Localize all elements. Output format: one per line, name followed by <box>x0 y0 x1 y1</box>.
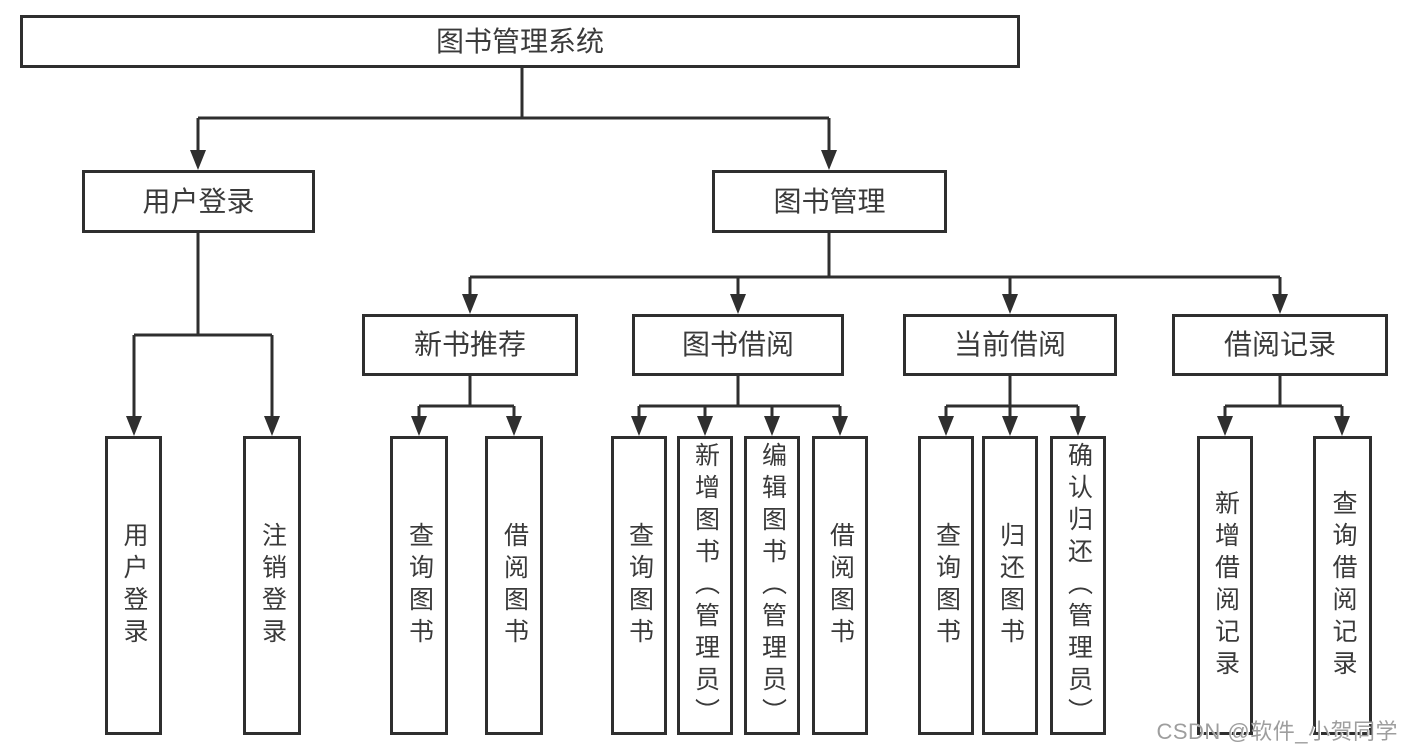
arrow-icon <box>631 416 647 436</box>
arrow-icon <box>506 416 522 436</box>
leaf-borrow-add-books-admin: 新增图书（管理员） <box>677 436 733 735</box>
node-new-book-recommend: 新书推荐 <box>362 314 578 376</box>
arrow-icon <box>821 150 837 170</box>
csdn-watermark: CSDN @软件_小贺同学 <box>1156 719 1398 744</box>
leaf-newbooks-borrow-books: 借阅图书 <box>485 436 543 735</box>
leaf-current-return-books: 归还图书 <box>982 436 1038 735</box>
arrow-icon <box>1002 294 1018 314</box>
arrowheads <box>126 150 1350 436</box>
arrow-icon <box>264 416 280 436</box>
arrow-icon <box>1334 416 1350 436</box>
node-root-system: 图书管理系统 <box>20 15 1020 68</box>
arrow-icon <box>462 294 478 314</box>
arrow-icon <box>1070 416 1086 436</box>
arrow-icon <box>832 416 848 436</box>
leaf-records-query-record: 查询借阅记录 <box>1313 436 1372 735</box>
arrow-icon <box>126 416 142 436</box>
connector-bookmgmt-to-level3 <box>468 233 1282 300</box>
arrow-icon <box>730 294 746 314</box>
leaf-borrow-query-books: 查询图书 <box>611 436 667 735</box>
arrow-icon <box>697 416 713 436</box>
leaf-borrow-edit-books-admin: 编辑图书（管理员） <box>744 436 800 735</box>
arrow-icon <box>764 416 780 436</box>
connector-records-to-leaves <box>1223 376 1344 422</box>
arrow-icon <box>411 416 427 436</box>
arrow-icon <box>938 416 954 436</box>
connector-userlogin-to-leaves <box>132 233 274 422</box>
arrow-icon <box>190 150 206 170</box>
connector-newbooks-to-leaves <box>417 376 516 422</box>
leaf-current-confirm-return-admin: 确认归还（管理员） <box>1050 436 1106 735</box>
arrow-icon <box>1272 294 1288 314</box>
node-current-borrow: 当前借阅 <box>903 314 1117 376</box>
leaf-borrow-borrow-books: 借阅图书 <box>812 436 868 735</box>
node-book-borrow: 图书借阅 <box>632 314 844 376</box>
connector-borrow-to-leaves <box>637 376 842 422</box>
node-book-management: 图书管理 <box>712 170 947 233</box>
arrow-icon <box>1217 416 1233 436</box>
arrow-icon <box>1002 416 1018 436</box>
leaf-newbooks-query-books: 查询图书 <box>390 436 448 735</box>
node-borrow-records: 借阅记录 <box>1172 314 1388 376</box>
leaf-user-login: 用户登录 <box>105 436 162 735</box>
node-user-login: 用户登录 <box>82 170 315 233</box>
connector-current-to-leaves <box>944 376 1080 422</box>
leaf-logout-login: 注销登录 <box>243 436 301 735</box>
leaf-records-add-record: 新增借阅记录 <box>1197 436 1253 735</box>
connector-root-to-level2 <box>196 68 831 156</box>
leaf-current-query-books: 查询图书 <box>918 436 974 735</box>
